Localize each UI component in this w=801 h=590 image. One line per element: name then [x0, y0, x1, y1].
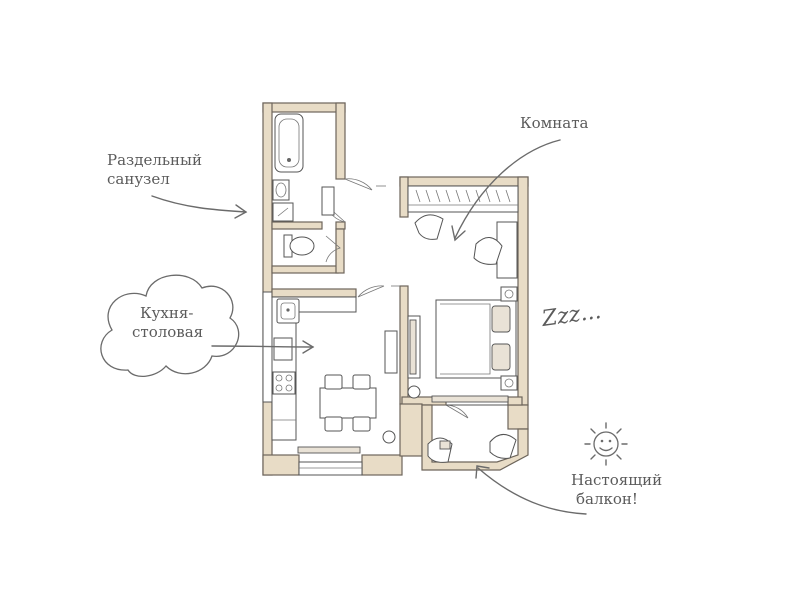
bathroom-label-line1: Раздельный	[107, 151, 202, 169]
room-label: Комната	[520, 114, 589, 132]
inner-walls	[271, 176, 523, 457]
washing-machine	[272, 202, 294, 222]
radiator	[297, 446, 361, 454]
desk	[473, 221, 518, 279]
sink-icon	[276, 298, 300, 324]
balcony-label-line1: Настоящий	[571, 471, 662, 489]
nightstand	[500, 286, 518, 391]
balcony-label-line2: балкон!	[576, 490, 638, 508]
kitchen-label-line2: столовая	[132, 323, 203, 341]
radiator	[431, 395, 509, 403]
sun-icon	[584, 422, 628, 466]
armchair-icon	[414, 214, 444, 240]
bed-icon	[435, 299, 517, 379]
bathtub-icon	[274, 113, 304, 173]
sleep-label: Zzz...	[539, 299, 602, 332]
kitchen-cabinet	[273, 337, 293, 361]
bathroom-label-line2: санузел	[107, 170, 170, 188]
annotation-room: Комната	[451, 114, 589, 242]
balcony	[421, 404, 529, 471]
bathroom-shelf	[321, 186, 335, 216]
sink-icon	[272, 179, 290, 201]
wardrobe	[407, 185, 519, 213]
tv-stand	[384, 330, 398, 374]
annotation-bathroom: Раздельный санузел	[107, 151, 248, 219]
annotation-kitchen: Кухня- столовая	[132, 304, 315, 354]
dining-table	[319, 374, 377, 432]
kitchen-label-line1: Кухня-	[140, 304, 193, 322]
stove-icon	[272, 371, 296, 395]
cloud-icon	[100, 274, 240, 377]
toilet-icon	[283, 234, 315, 258]
floor-lamp	[382, 430, 396, 444]
floor-lamp	[407, 385, 421, 399]
annotation-balcony: Настоящий балкон!	[475, 465, 662, 515]
tv-unit	[407, 315, 421, 379]
